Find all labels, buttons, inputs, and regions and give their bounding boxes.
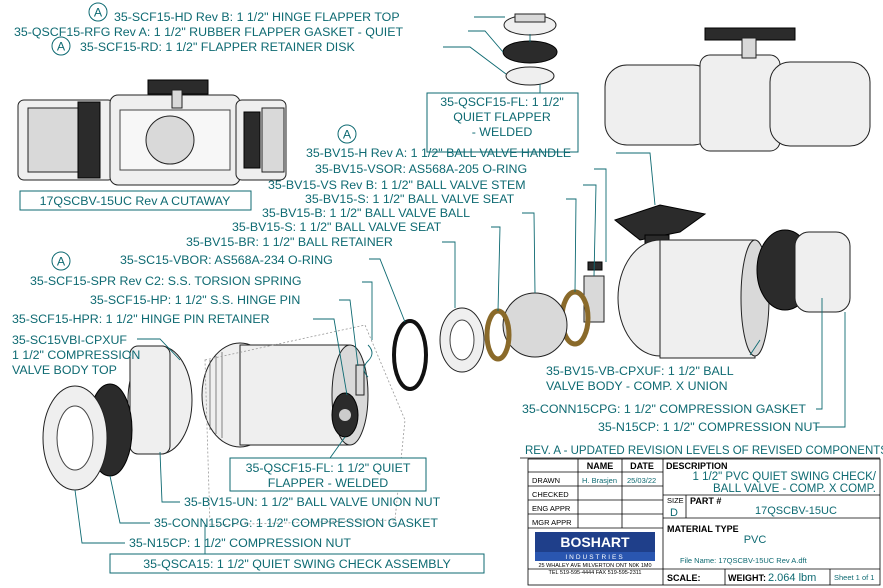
callout-vbor: 35-SC15-VBOR: AS568A-234 O-RING [120,253,333,267]
row-drawn-label: DRAWN [532,476,560,485]
callout-vsor: 35-BV15-VSOR: AS568A-205 O-RING [315,162,527,176]
revision-note: REV. A - UPDATED REVISION LEVELS OF REVI… [525,445,883,457]
file-name: File Name: 17QSCBV-15UC Rev A.dft [680,556,808,565]
description-line-1: 1 1/2" PVC QUIET SWING CHECK/ [693,471,877,483]
material-value: PVC [744,534,767,546]
o-ring-vbor [392,319,428,391]
callout-valve-ball: 35-BV15-B: 1 1/2" BALL VALVE BALL [262,206,470,220]
callouts: 35-SCF15-HD Rev B: 1 1/2" HINGE FLAPPER … [12,10,820,574]
description-line-2: BALL VALVE - COMP. X COMP. [713,483,876,495]
callout-compression-nut-left: 35-N15CP: 1 1/2" COMPRESSION NUT [129,536,351,550]
size-value: D [670,507,678,519]
col-date-header: DATE [630,461,654,471]
callout-compression-gasket-left: 35-CONN15CPG: 1 1/2" COMPRESSION GASKET [154,516,438,530]
callout-rubber-flapper-gasket: 35-QSCF15-RFG Rev A: 1 1/2" RUBBER FLAPP… [14,25,404,39]
rev-marker-label: A [57,255,66,269]
material-label: MATERIAL TYPE [667,524,739,534]
callout-quiet-flapper-bottom-1: 35-QSCF15-FL: 1 1/2" QUIET [246,461,411,475]
weight-value: 2.064 lbm [768,572,816,584]
row-drawn-name: H. Brasjen [582,476,617,485]
company-logo: BOSHART INDUSTRIES [535,532,655,561]
company-sub: INDUSTRIES [565,554,624,561]
callout-quiet-flapper-bottom-2: FLAPPER - WELDED [268,476,389,490]
cutaway-title: 17QSCBV-15UC Rev A CUTAWAY [40,194,231,208]
col-name-header: NAME [587,461,614,471]
callout-valve-seat-2: 35-BV15-S: 1 1/2" BALL VALVE SEAT [232,220,442,234]
flapper-hinge-parts [331,344,373,438]
callout-flapper-retainer-disk: 35-SCF15-RD: 1 1/2" FLAPPER RETAINER DIS… [80,40,356,54]
size-label: SIZE [667,496,684,505]
leader-lines [74,16,846,564]
part-number-value: 17QSCBV-15UC [755,505,837,517]
sheet-number: Sheet 1 of 1 [834,573,874,582]
callout-ball-valve-body-1: 35-BV15-VB-CPXUF: 1 1/2" BALL [546,364,734,378]
description-label: DESCRIPTION [666,461,728,471]
rev-marker-label: A [343,128,352,142]
rev-marker-label: A [94,6,103,20]
rev-marker-2: A [51,36,71,56]
callout-valve-seat-1: 35-BV15-S: 1 1/2" BALL VALVE SEAT [305,192,515,206]
part-number-label: PART # [690,496,721,506]
swing-check-assembly-box [109,553,485,574]
callout-quiet-flapper-top-3: - WELDED [472,125,533,139]
company-phone: TEL 519-595-4444 FAX 519-595-2311 [549,570,642,576]
callout-quiet-flapper-top-1: 35-QSCF15-FL: 1 1/2" [440,95,564,109]
callout-union-nut: 35-BV15-UN: 1 1/2" BALL VALVE UNION NUT [184,495,441,509]
row-drawn-date: 25/03/22 [627,476,656,485]
row-mgr-appr-label: MGR APPR [532,518,572,527]
callout-hinge-pin-retainer: 35-SCF15-HPR: 1 1/2" HINGE PIN RETAINER [12,312,270,326]
cutaway-title-box [19,190,252,211]
title-block: REV. A - UPDATED REVISION LEVELS OF REVI… [520,445,883,586]
callout-compression-nut-right: 35-N15CP: 1 1/2" COMPRESSION NUT [598,420,820,434]
row-eng-appr-label: ENG APPR [532,504,571,513]
cutaway-view [17,79,287,186]
callout-quiet-flapper-top-2: QUIET FLAPPER [453,110,551,124]
callout-swing-check-assembly: 35-QSCA15: 1 1/2" QUIET SWING CHECK ASSE… [143,557,451,571]
quiet-flapper-bottom-box [229,457,427,492]
callout-torsion-spring: 35-SCF15-SPR Rev C2: S.S. TORSION SPRING [30,274,302,288]
callout-valve-body-top-1: 35-SC15VBI-CPXUF [12,333,127,347]
assembled-valve-view [604,27,871,152]
callout-compression-gasket-right: 35-CONN15CPG: 1 1/2" COMPRESSION GASKET [522,402,806,416]
callout-valve-body-top-2: 1 1/2" COMPRESSION [12,348,140,362]
rev-marker-3: A [337,124,357,144]
company-address: 25 WHALEY AVE MILVERTON ONT N0K 1M0 [538,563,651,569]
rev-marker-label: A [57,40,66,54]
callout-hinge-pin: 35-SCF15-HP: 1 1/2" S.S. HINGE PIN [90,293,300,307]
ball-and-seats [439,289,591,373]
callout-ball-valve-handle: 35-BV15-H Rev A: 1 1/2" BALL VALVE HANDL… [306,146,571,160]
ball-valve-body [617,229,851,359]
rev-marker-1: A [88,2,108,22]
scale-label: SCALE: [667,573,701,583]
callout-valve-body-top-3: VALVE BODY TOP [12,363,117,377]
quiet-flapper-top-box [426,92,579,153]
callout-valve-stem: 35-BV15-VS Rev B: 1 1/2" BALL VALVE STEM [268,178,526,192]
company-name: BOSHART [560,534,630,550]
callout-hinge-flapper-top: 35-SCF15-HD Rev B: 1 1/2" HINGE FLAPPER … [114,10,400,24]
callout-ball-retainer: 35-BV15-BR: 1 1/2" BALL RETAINER [186,235,393,249]
left-union-parts [42,345,193,491]
row-checked-label: CHECKED [532,490,569,499]
rev-marker-4: A [51,251,71,271]
callout-ball-valve-body-2: VALVE BODY - COMP. X UNION [546,379,728,393]
flapper-stack-exploded [502,13,558,86]
weight-label: WEIGHT: [728,573,766,583]
